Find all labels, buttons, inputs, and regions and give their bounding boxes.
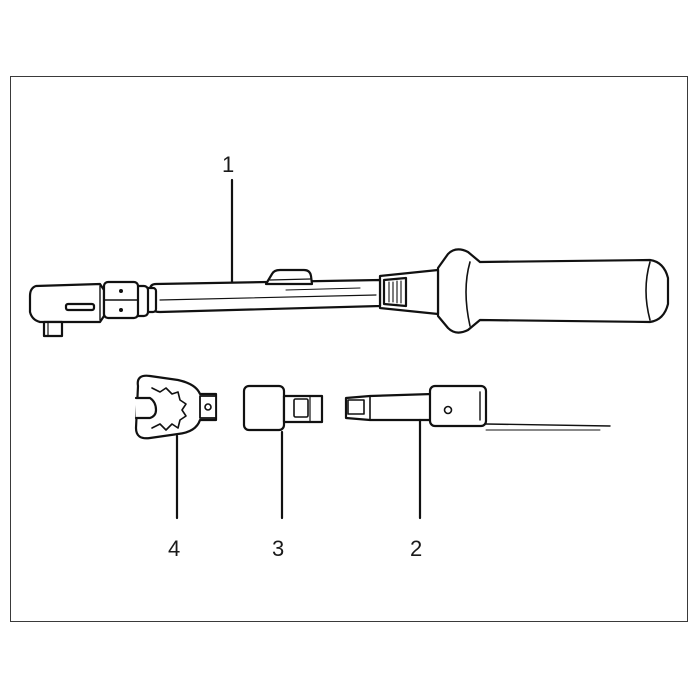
open-ring-insert	[134, 374, 218, 440]
callout-1-label: 1	[222, 152, 235, 177]
torque-wrench	[28, 248, 670, 338]
figure-frame	[10, 76, 688, 622]
extension-bar	[344, 384, 611, 431]
wrench-square-drive	[42, 320, 64, 338]
wrench-grip	[436, 248, 670, 334]
square-drive-adapter	[242, 384, 324, 432]
ring-insert-body	[134, 374, 218, 440]
callout-2-label: 2	[410, 536, 423, 561]
wrench-lock-button	[264, 268, 314, 286]
callout-3-label: 3	[272, 536, 285, 561]
callout-4-label: 4	[168, 536, 181, 561]
wrench-scale-ring	[382, 276, 408, 308]
extension-bar-socket	[428, 384, 488, 428]
adapter-socket	[242, 384, 286, 432]
